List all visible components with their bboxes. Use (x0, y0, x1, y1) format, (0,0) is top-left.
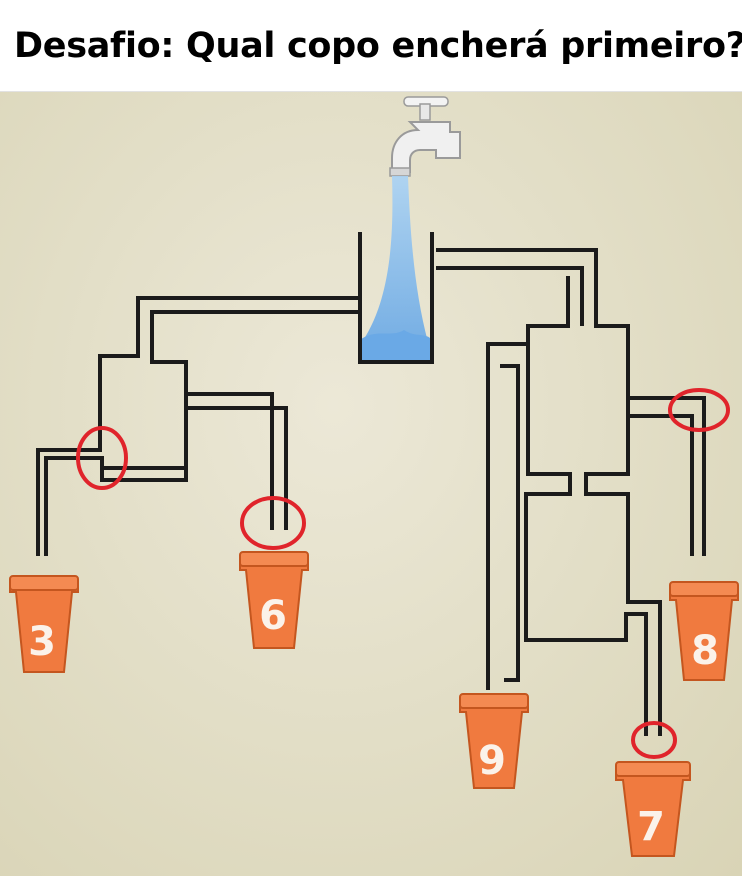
pipe-right-inner (436, 266, 584, 326)
pipe-right-mid (628, 414, 694, 556)
pipe-network (36, 232, 706, 736)
puzzle-illustration: 3 6 9 7 8 (0, 92, 742, 876)
cup-3: 3 (9, 575, 79, 673)
pipe-left-bottom (100, 466, 188, 480)
highlight-circle-cup7 (631, 721, 677, 759)
cup-8-label: 8 (691, 628, 719, 674)
title-bar: Desafio: Qual copo encherá primeiro? (0, 0, 742, 92)
cup-6-label: 6 (259, 593, 287, 639)
pipe-right-box-2 (524, 344, 648, 736)
cup-9-label: 9 (478, 738, 506, 784)
faucet-icon (389, 96, 461, 177)
cup-8: 8 (669, 581, 739, 681)
page-title: Desafio: Qual copo encherá primeiro? (14, 25, 742, 66)
pipe-left-inner (150, 310, 360, 530)
highlight-circles (76, 388, 730, 759)
cup-3-label: 3 (28, 619, 56, 665)
pipe-left-outer (36, 296, 360, 556)
cup-6: 6 (239, 551, 309, 649)
pipe-right-outer (436, 248, 706, 556)
pipe-right-box-3 (500, 364, 520, 682)
cup-9: 9 (459, 693, 529, 789)
cup-7: 7 (615, 761, 691, 857)
pipe-left-inner-3 (186, 406, 288, 530)
pipe-left-inner-2 (44, 394, 188, 556)
pipe-right-box (486, 276, 570, 690)
puzzle-svg: 3 6 9 7 8 (9, 96, 739, 857)
highlight-circle-cup6 (240, 496, 306, 550)
cup-7-label: 7 (637, 804, 665, 850)
highlight-circle-left (76, 426, 128, 490)
pipe-right-mid-2 (584, 398, 662, 736)
basin-water (360, 330, 432, 362)
highlight-circle-right (668, 388, 730, 432)
water-stream (362, 176, 428, 342)
